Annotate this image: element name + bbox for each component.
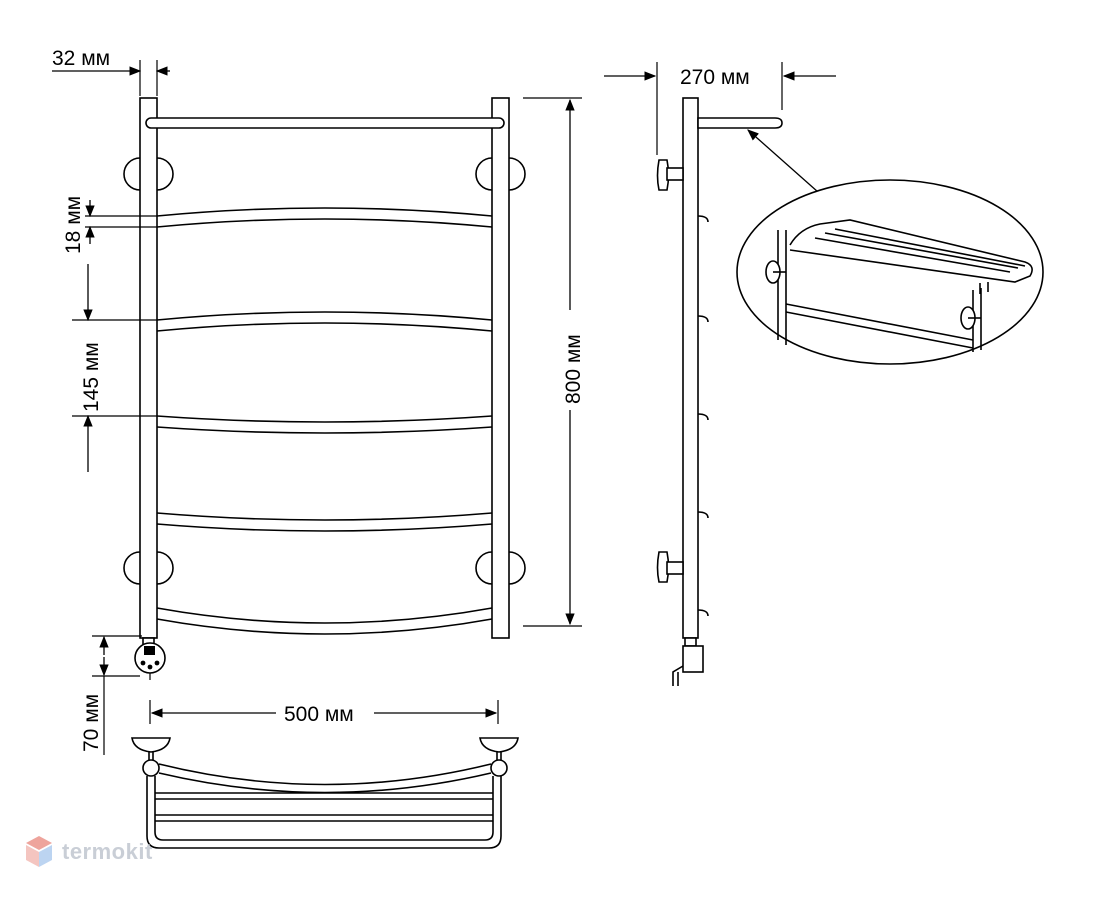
label-step-145: 145 мм bbox=[80, 342, 103, 412]
bracket-bl bbox=[123, 551, 141, 585]
left-post bbox=[139, 97, 158, 639]
label-depth-270: 270 мм bbox=[680, 66, 750, 89]
dim-500: 500 мм bbox=[149, 700, 499, 726]
bracket-tl bbox=[123, 157, 141, 191]
brand-name: termokit bbox=[62, 839, 153, 864]
shelf-detail-callout bbox=[736, 129, 1044, 365]
dim-70: 70 мм bbox=[80, 635, 142, 755]
right-post bbox=[491, 97, 510, 639]
brand-logo-icon bbox=[26, 836, 52, 867]
top-view bbox=[131, 737, 519, 849]
bracket-tr bbox=[475, 157, 493, 191]
label-gap-18: 18 мм bbox=[62, 196, 85, 254]
dim-18: 18 мм bbox=[62, 196, 157, 254]
brand-watermark: termokit bbox=[24, 834, 153, 870]
label-height-800: 800 мм bbox=[562, 334, 585, 404]
dim-145: 145 мм bbox=[72, 264, 157, 472]
label-width-32: 32 мм bbox=[52, 47, 110, 70]
top-bar bbox=[145, 117, 505, 129]
dim-800: 800 мм bbox=[523, 97, 585, 627]
curved-rungs bbox=[156, 207, 493, 635]
label-width-500: 500 мм bbox=[284, 703, 354, 726]
heater-connector bbox=[134, 637, 166, 680]
label-offset-70: 70 мм bbox=[80, 694, 103, 752]
side-view bbox=[656, 97, 783, 686]
bracket-br bbox=[475, 551, 493, 585]
dim-270: 270 мм bbox=[604, 62, 836, 155]
front-view bbox=[123, 97, 526, 680]
dim-32: 32 мм bbox=[52, 47, 170, 96]
